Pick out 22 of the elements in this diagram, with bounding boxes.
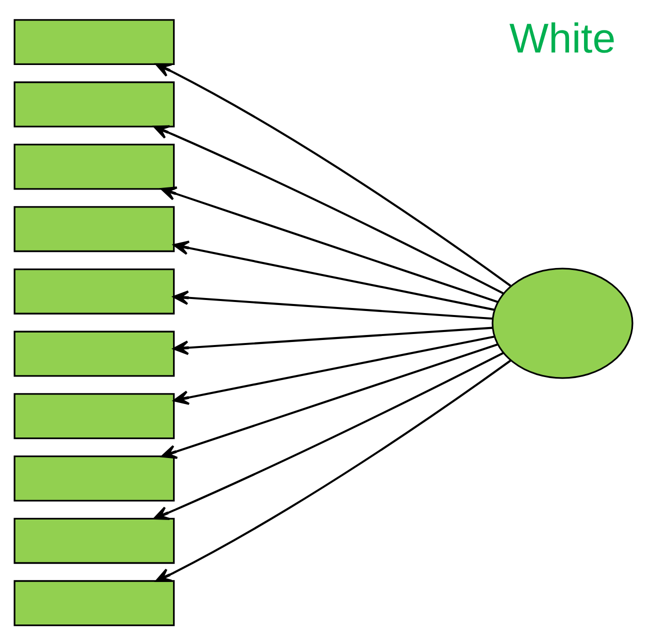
arrow bbox=[172, 326, 492, 356]
arrow bbox=[152, 125, 504, 294]
node-box bbox=[13, 518, 174, 564]
arrow bbox=[154, 63, 511, 287]
node-box bbox=[13, 81, 174, 128]
node-box bbox=[13, 393, 174, 440]
arrow bbox=[154, 360, 511, 582]
label: White bbox=[508, 14, 616, 62]
node-ellipse bbox=[491, 268, 633, 379]
arrow bbox=[172, 336, 494, 405]
arrow bbox=[172, 290, 492, 320]
node-box bbox=[13, 144, 174, 190]
node-box bbox=[13, 580, 174, 626]
node-box bbox=[13, 19, 174, 66]
arrow bbox=[172, 240, 494, 311]
node-box bbox=[13, 330, 174, 377]
arrow bbox=[160, 186, 498, 304]
arrow bbox=[152, 352, 504, 520]
arrow bbox=[160, 343, 498, 459]
node-box bbox=[13, 268, 174, 314]
node-box bbox=[13, 455, 174, 502]
node-box bbox=[13, 206, 174, 252]
